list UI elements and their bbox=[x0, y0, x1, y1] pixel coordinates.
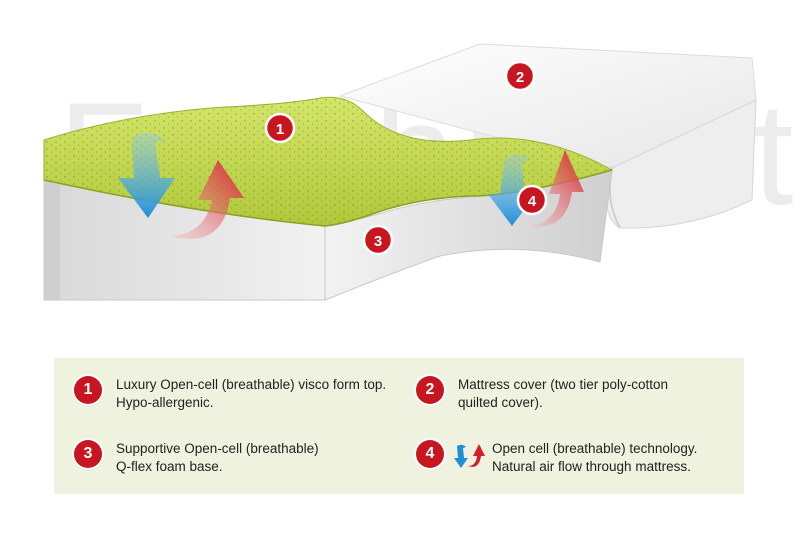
legend-text: Mattress cover (two tier poly-cotton qui… bbox=[458, 377, 669, 410]
svg-text:1: 1 bbox=[276, 121, 284, 138]
legend-panel: 1 Luxury Open-cell (breathable) visco fo… bbox=[54, 358, 744, 494]
legend-badge: 3 bbox=[74, 440, 102, 468]
legend-badge: 4 bbox=[416, 440, 444, 468]
legend-badge: 1 bbox=[74, 376, 102, 404]
svg-text:4: 4 bbox=[528, 193, 537, 210]
callout-badge-4: 4 bbox=[516, 184, 548, 216]
legend-item-3: 3 Supportive Open-cell (breathable) Q-fl… bbox=[74, 440, 319, 476]
callout-badge-1: 1 bbox=[264, 112, 296, 144]
callout-badge-3: 3 bbox=[362, 224, 394, 256]
legend-text: Open cell (breathable) technology. Natur… bbox=[492, 441, 698, 474]
legend-text: Luxury Open-cell (breathable) visco form… bbox=[116, 377, 387, 410]
svg-text:2: 2 bbox=[516, 69, 524, 86]
svg-text:3: 3 bbox=[374, 233, 382, 250]
air-up-arrow bbox=[528, 150, 584, 227]
legend-item-4: 4 Open cell (breathable) technology. Nat… bbox=[416, 440, 697, 476]
air-down-arrow bbox=[118, 132, 175, 218]
legend-item-1: 1 Luxury Open-cell (breathable) visco fo… bbox=[74, 376, 386, 412]
air-up-arrow bbox=[170, 160, 244, 239]
legend-text: Supportive Open-cell (breathable) Q-flex… bbox=[116, 441, 319, 474]
legend-item-2: 2 Mattress cover (two tier poly-cotton q… bbox=[416, 376, 668, 412]
legend-badge: 2 bbox=[416, 376, 444, 404]
airflow-arrows-icon bbox=[454, 444, 485, 468]
callout-badge-2: 2 bbox=[504, 60, 536, 92]
airflow-arrows-left bbox=[118, 132, 244, 239]
visco-foam-top bbox=[43, 96, 614, 227]
